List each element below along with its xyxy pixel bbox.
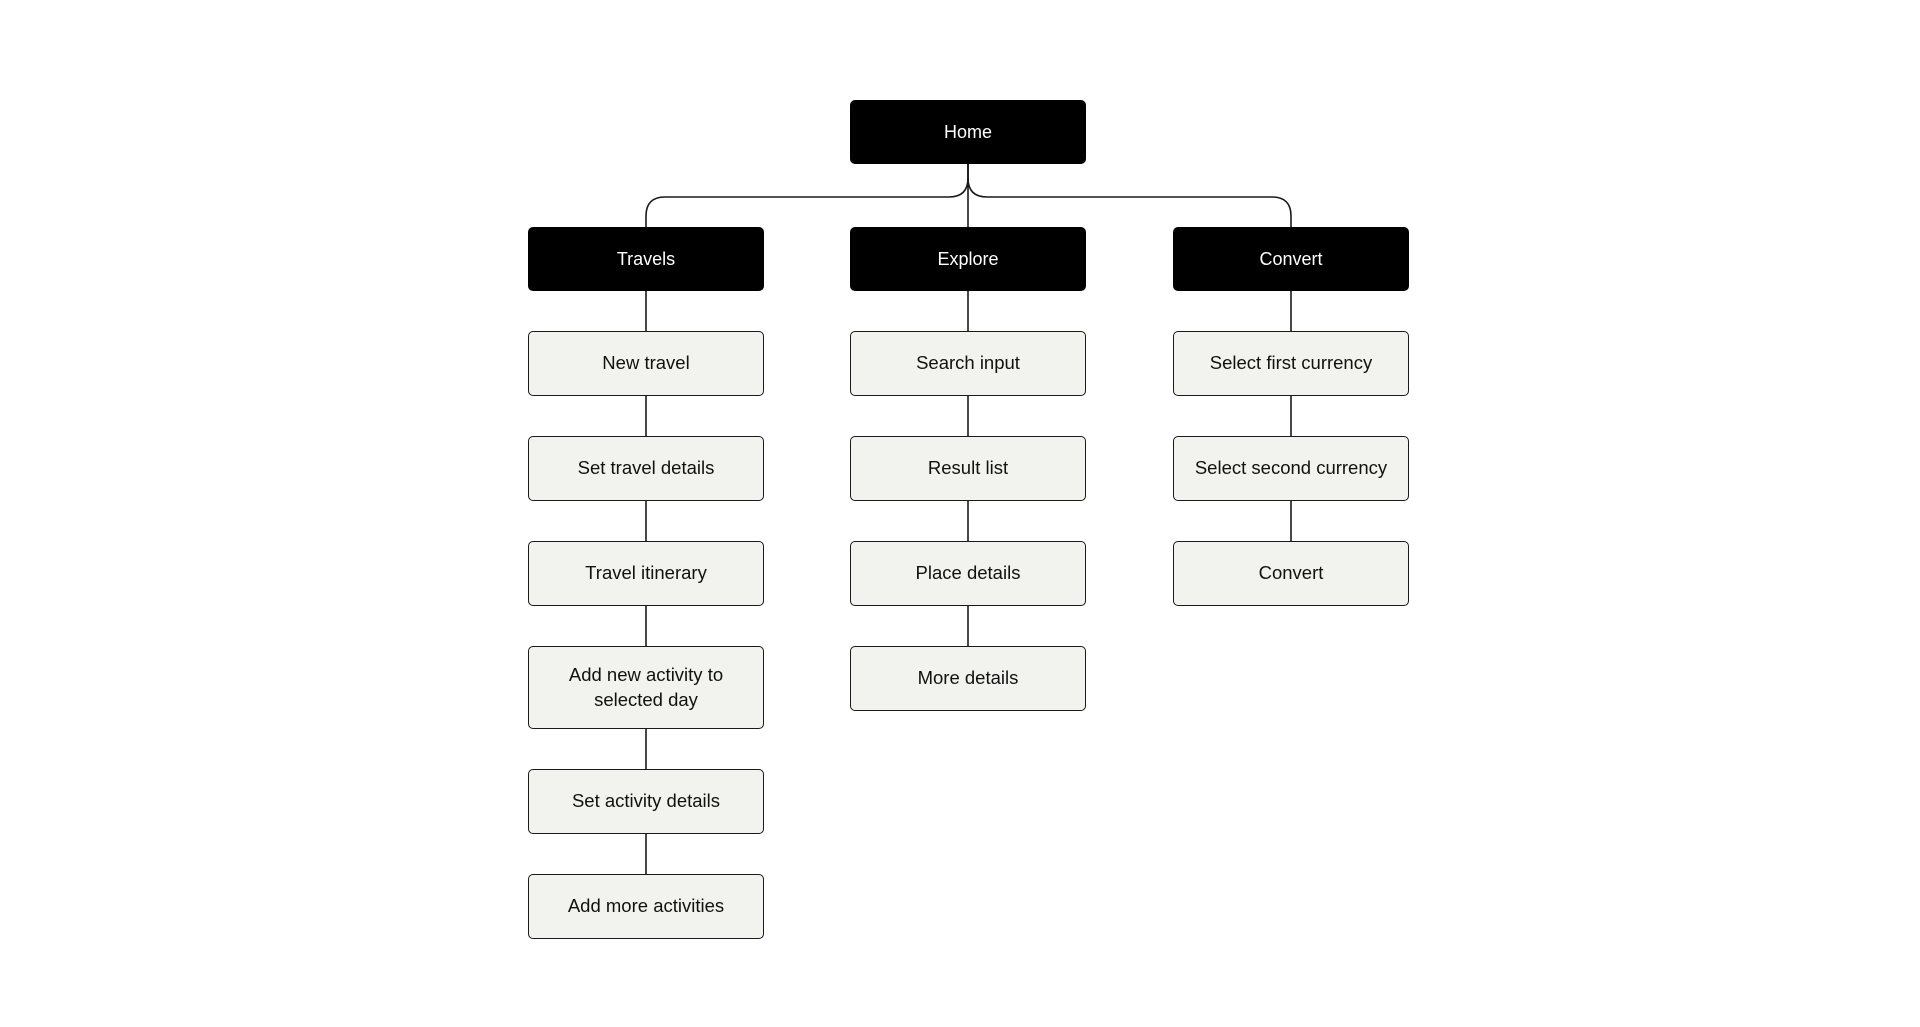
node-add-more-activities: Add more activities (528, 874, 764, 939)
node-set-travel-details: Set travel details (528, 436, 764, 501)
node-search-input: Search input (850, 331, 1086, 396)
node-set-activity-details: Set activity details (528, 769, 764, 834)
node-result-list: Result list (850, 436, 1086, 501)
node-select-first-currency: Select first currency (1173, 331, 1409, 396)
connector-root-to-convert (967, 164, 1292, 227)
node-travels: Travels (528, 227, 764, 291)
node-home: Home (850, 100, 1086, 164)
node-select-second-currency: Select second currency (1173, 436, 1409, 501)
node-explore: Explore (850, 227, 1086, 291)
node-place-details: Place details (850, 541, 1086, 606)
node-convert: Convert (1173, 227, 1409, 291)
node-more-details: More details (850, 646, 1086, 711)
node-travel-itinerary: Travel itinerary (528, 541, 764, 606)
connector-root-to-travels (645, 164, 969, 227)
node-add-new-activity: Add new activity to selected day (528, 646, 764, 729)
node-convert-action: Convert (1173, 541, 1409, 606)
node-new-travel: New travel (528, 331, 764, 396)
